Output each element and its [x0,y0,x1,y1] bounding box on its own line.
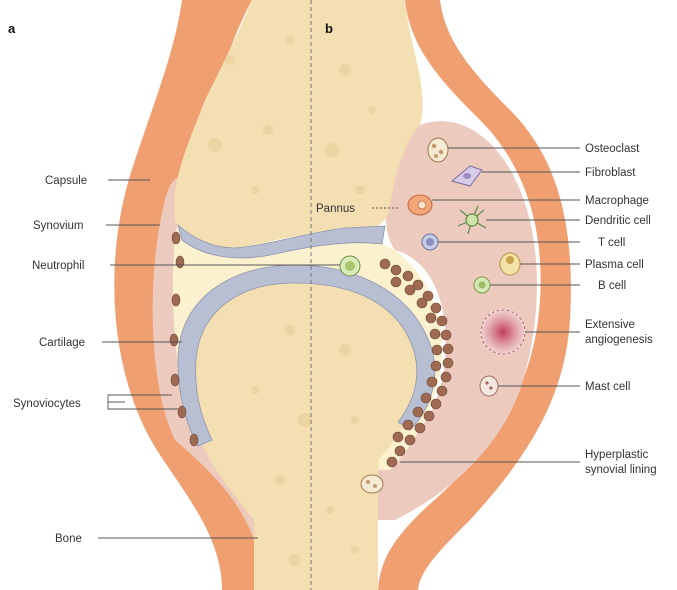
macrophage-label: Macrophage [585,195,649,207]
hyperplastic-label-line2: synovial lining [585,464,657,476]
hyperplastic-label-line1: Hyperplastic [585,449,649,461]
t-cell [422,234,438,250]
plasma-cell [500,253,520,275]
synoviocytes-label: Synoviocytes [13,398,81,410]
mast-cell [480,376,498,396]
fibroblast-label: Fibroblast [585,167,636,179]
panel-a-letter: a [8,21,16,36]
macrophage-cell [408,195,432,215]
plasma-cell-label: Plasma cell [585,259,644,271]
bone-label: Bone [55,533,82,545]
angiogenesis-label-line1: Extensive [585,319,635,331]
t-cell-label: T cell [598,237,625,249]
angiogenesis-vessel [481,310,525,354]
osteoclast-cell [428,138,448,162]
osteoclast-label: Osteoclast [585,143,640,155]
neutrophil-label: Neutrophil [32,260,84,272]
synovium-label: Synovium [33,220,84,232]
capsule-label: Capsule [45,175,87,187]
cartilage-label: Cartilage [39,337,85,349]
b-cell [474,277,490,293]
neutrophil-cell [340,256,360,276]
osteoclast-lower-cell [361,475,383,493]
panel-b-letter: b [325,21,333,36]
pannus-label: Pannus [316,203,355,215]
mast-cell-label: Mast cell [585,381,630,393]
angiogenesis-label-line2: angiogenesis [585,334,653,346]
b-cell-label: B cell [598,280,626,292]
dendritic-cell-label: Dendritic cell [585,215,651,227]
